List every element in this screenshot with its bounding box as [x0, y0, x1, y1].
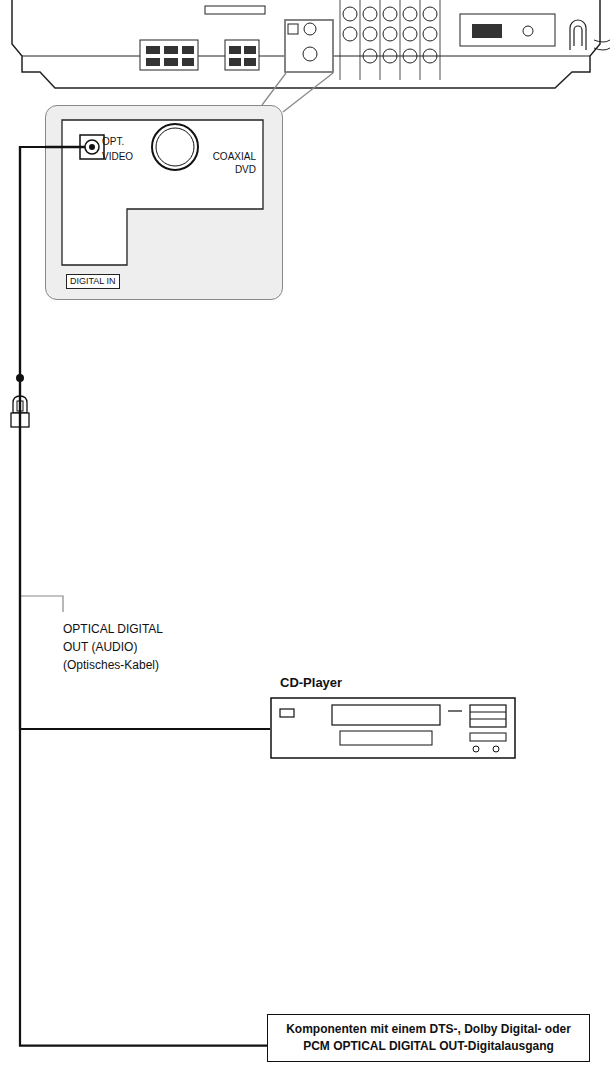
- digital-in-tab: DIGITAL IN: [66, 274, 120, 289]
- component-text: Komponenten mit einem DTS-, Dolby Digita…: [282, 1021, 575, 1055]
- cable-label: OPTICAL DIGITAL OUT (AUDIO) (Optisches-K…: [63, 620, 181, 674]
- zoom-callout-panel: OPT. VIDEO COAXIAL DVD DIGITAL IN: [45, 105, 283, 300]
- device-heading: CD-Player: [280, 674, 516, 691]
- jack-label: OPT. VIDEO: [102, 134, 144, 164]
- cd-player-illustration: [270, 697, 516, 761]
- component-box: Komponenten mit einem DTS-, Dolby Digita…: [267, 1014, 590, 1062]
- cd-player: CD-Player: [270, 674, 516, 761]
- section-label: DIGITAL IN: [70, 276, 116, 287]
- label-leader-line: [20, 596, 63, 612]
- jack-label: COAXIAL DVD: [202, 150, 256, 176]
- jack-panel-illustration: [45, 105, 283, 300]
- receiver-back-panel: [12, 0, 610, 88]
